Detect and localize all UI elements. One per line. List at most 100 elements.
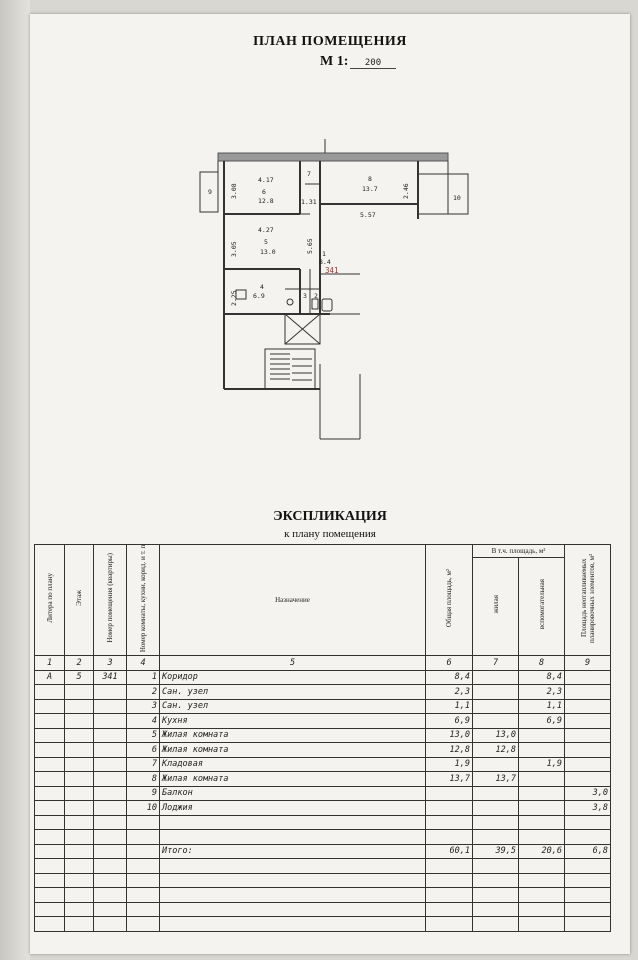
cell-living	[472, 814, 519, 830]
dim-corridor-length: 5.65	[306, 238, 314, 254]
cell-nonheated	[564, 916, 611, 932]
cell-name: Балкон	[159, 785, 426, 801]
cell-name	[159, 916, 426, 932]
cell-nonheated	[564, 669, 611, 685]
col-header-apt: Номер помещения (квартиры)	[93, 544, 127, 656]
empty-row	[34, 901, 611, 917]
dim-room7-width: 1.31	[301, 198, 317, 206]
cell-total: 2,3	[425, 684, 473, 700]
cell-floor	[64, 742, 94, 758]
cell-name	[159, 829, 426, 845]
cell-num	[126, 901, 160, 917]
cell-num	[126, 916, 160, 932]
col-header-incl: В т.ч. площадь, м²	[472, 543, 565, 559]
room8-area: 13.7	[362, 185, 378, 193]
room4-number: 4	[260, 283, 264, 291]
cell-litera	[34, 887, 65, 903]
cell-name: Лоджия	[159, 800, 426, 816]
room5-number: 5	[264, 238, 268, 246]
scale-value: 200	[350, 58, 396, 69]
dim-room6-width: 4.17	[258, 176, 274, 184]
cell-living	[472, 901, 519, 917]
cell-total	[425, 785, 473, 801]
cell-apt	[93, 887, 127, 903]
cell-aux	[518, 771, 565, 787]
stairwell	[264, 348, 316, 390]
cell-floor	[64, 698, 94, 714]
room2-number: 2	[314, 292, 318, 300]
cell-total	[425, 800, 473, 816]
cell-apt	[93, 843, 127, 859]
cell-nonheated	[564, 756, 611, 772]
cell-name: Сан. узел	[159, 698, 426, 714]
room1-area: 8.4	[319, 258, 331, 266]
cell-apt	[93, 771, 127, 787]
cell-litera	[34, 843, 65, 859]
cell-num: 8	[126, 771, 160, 787]
cell-living	[472, 756, 519, 772]
cell-apt	[93, 727, 127, 743]
cell-living: 12,8	[472, 742, 519, 758]
cell-total	[425, 814, 473, 830]
cell-aux	[518, 872, 565, 888]
cell-nonheated: 6,8	[564, 843, 611, 859]
cell-apt	[93, 756, 127, 772]
cell-num: 2	[126, 684, 160, 700]
empty-row	[34, 858, 611, 874]
cell-name: Кухня	[159, 713, 426, 729]
cell-litera	[34, 684, 65, 700]
cell-floor	[64, 771, 94, 787]
col-header-room: Номер комнаты, кухни, корид. и т. п.	[126, 544, 160, 656]
cell-floor	[64, 756, 94, 772]
cell-living	[472, 698, 519, 714]
cell-litera	[34, 742, 65, 758]
cell-living	[472, 684, 519, 700]
cell-litera	[34, 901, 65, 917]
empty-row	[34, 887, 611, 903]
dim-room5-width: 4.27	[258, 226, 274, 234]
cell-aux	[518, 785, 565, 801]
cell-nonheated	[564, 872, 611, 888]
cell-nonheated	[564, 742, 611, 758]
cell-name	[159, 887, 426, 903]
sink-fixture	[286, 298, 294, 306]
cell-name: Коридор	[159, 669, 426, 685]
room5-area: 13.0	[260, 248, 276, 256]
cell-floor	[64, 872, 94, 888]
dim-room8-width: 5.57	[360, 211, 376, 219]
dim-room6-depth: 3.08	[230, 183, 238, 199]
cell-total: 13,7	[425, 771, 473, 787]
col-header-living: жилая	[472, 557, 519, 656]
cell-floor	[64, 800, 94, 816]
loggia-outline	[447, 173, 469, 215]
cell-aux	[518, 829, 565, 845]
header-row: Литера по плану Этаж Номер помещения (кв…	[34, 543, 611, 656]
cell-living	[472, 858, 519, 874]
cell-living	[472, 800, 519, 816]
col-header-litera: Литера по плану	[34, 544, 65, 656]
room6-number: 6	[262, 188, 266, 196]
cell-floor	[64, 814, 94, 830]
cell-litera	[34, 727, 65, 743]
cell-apt	[93, 829, 127, 845]
cell-living: 13,7	[472, 771, 519, 787]
room10-number: 10	[453, 194, 461, 202]
cell-name: Жилая комната	[159, 771, 426, 787]
cell-aux	[518, 814, 565, 830]
cell-floor	[64, 684, 94, 700]
cell-floor	[64, 713, 94, 729]
cell-aux	[518, 800, 565, 816]
cell-apt	[93, 800, 127, 816]
cell-num: 6	[126, 742, 160, 758]
column-number: 4	[126, 655, 160, 671]
cell-apt	[93, 858, 127, 874]
cell-floor	[64, 887, 94, 903]
cell-total: 8,4	[425, 669, 473, 685]
cell-nonheated	[564, 814, 611, 830]
cell-num: 7	[126, 756, 160, 772]
cell-num	[126, 814, 160, 830]
